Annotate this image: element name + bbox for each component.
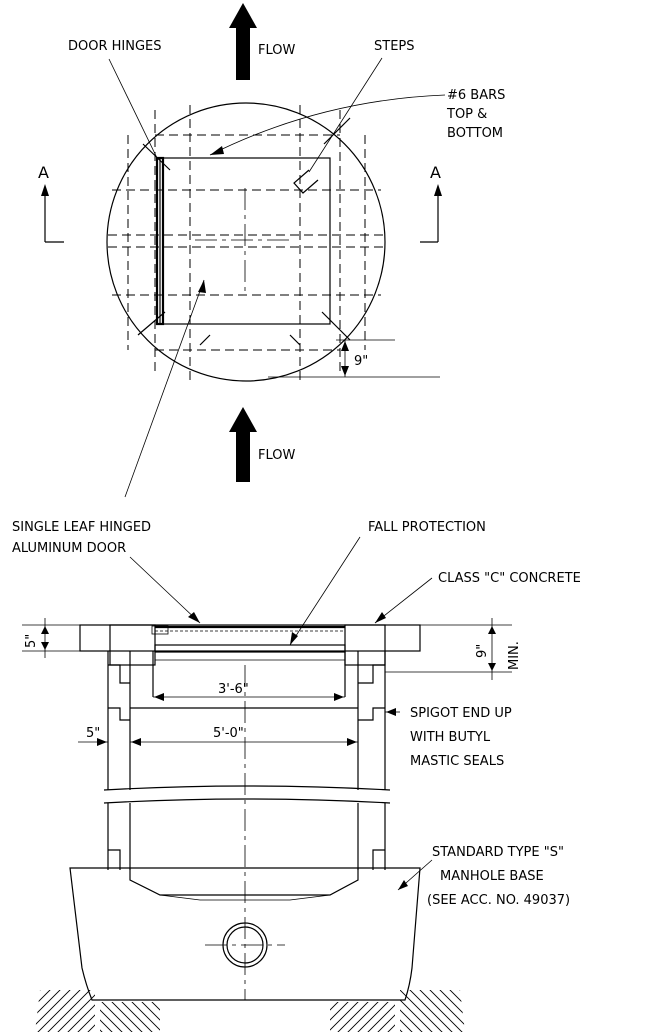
dim-5-top-label: 5" xyxy=(24,634,39,648)
steps-leader xyxy=(308,57,383,173)
dim-3-6-label: 3'-6" xyxy=(218,682,249,697)
door-hinge-bar xyxy=(155,156,165,326)
bars-label-line2: TOP & xyxy=(446,107,487,122)
flow-arrow-bottom xyxy=(229,407,257,482)
door-opening xyxy=(159,157,331,325)
riser-walls xyxy=(107,651,386,790)
concrete-label: CLASS "C" CONCRETE xyxy=(438,571,581,586)
concrete-collar-left xyxy=(109,624,156,666)
plan-view: FLOW DOOR HINGES STEPS #6 BARS TOP & BOT… xyxy=(38,3,505,498)
steps-symbol xyxy=(293,169,319,194)
flow-label-bottom: FLOW xyxy=(258,448,295,463)
door-hinges-label: DOOR HINGES xyxy=(68,39,162,54)
fall-protection-label: FALL PROTECTION xyxy=(368,520,486,535)
concrete-collar-right xyxy=(344,624,386,666)
section-marker-right: A xyxy=(420,163,442,243)
dim-min-label: MIN. xyxy=(507,641,522,670)
base-label-line2: MANHOLE BASE xyxy=(440,869,544,884)
svg-text:A: A xyxy=(430,163,441,182)
svg-text:A: A xyxy=(38,163,49,182)
spigot-label-line1: SPIGOT END UP xyxy=(410,706,512,721)
spigot-label-line2: WITH BUTYL xyxy=(410,730,491,745)
bars-label-line3: BOTTOM xyxy=(447,126,503,141)
dim-5-wall-label: 5" xyxy=(86,726,100,741)
door-label-line1: SINGLE LEAF HINGED xyxy=(12,520,151,535)
soil-hatch-right xyxy=(400,990,465,1032)
corner-bars xyxy=(137,117,351,346)
dim-9-min-label: 9" xyxy=(475,644,490,658)
bars-leader xyxy=(209,94,446,156)
dim-9-plan xyxy=(268,339,440,378)
door-hinges-leader xyxy=(108,58,159,161)
steps-label: STEPS xyxy=(374,39,415,54)
door-label-line2: ALUMINUM DOOR xyxy=(12,541,126,556)
door-leader xyxy=(124,279,205,498)
flow-label-top: FLOW xyxy=(258,43,295,58)
manhole-circle xyxy=(106,102,386,382)
base-label-line1: STANDARD TYPE "S" xyxy=(432,845,564,860)
section-marker-left: A xyxy=(38,163,64,243)
break-line-bottom xyxy=(103,798,391,804)
dim-9-label: 9" xyxy=(354,354,368,369)
break-line-top xyxy=(103,785,391,791)
section-view: SINGLE LEAF HINGED ALUMINUM DOOR FALL PR… xyxy=(12,520,581,1032)
bars-label-line1: #6 BARS xyxy=(447,88,505,103)
dim-5-0-label: 5'-0" xyxy=(213,726,244,741)
fall-protection-grate xyxy=(154,644,346,653)
flow-arrow-top xyxy=(229,3,257,80)
base-label-line3: (SEE ACC. NO. 49037) xyxy=(427,893,570,908)
soil-hatch-left xyxy=(35,990,95,1032)
spigot-label-line3: MASTIC SEALS xyxy=(410,754,504,769)
rebar-grid xyxy=(108,105,386,380)
